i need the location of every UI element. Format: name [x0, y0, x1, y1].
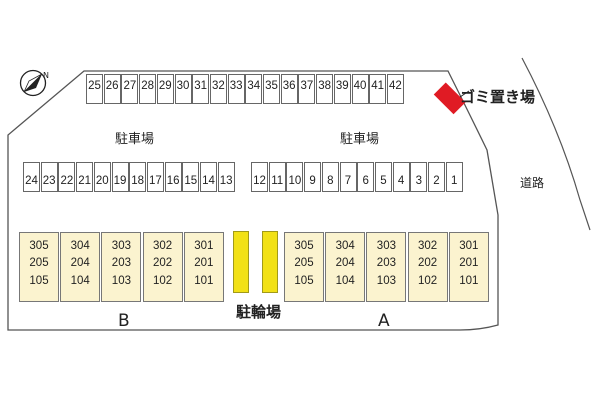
parking-space: 26 [103, 74, 121, 104]
parking-space: 14 [200, 162, 217, 192]
building-a-label: A [378, 311, 390, 331]
parking-space: 6 [357, 162, 375, 192]
parking-space: 30 [174, 74, 192, 104]
room-number: 305 [294, 240, 314, 252]
parking-space: 42 [386, 74, 404, 104]
room-number: 303 [376, 240, 396, 252]
room-number: 304 [70, 240, 90, 252]
room-number: 302 [153, 240, 173, 252]
room-number: 105 [29, 275, 49, 287]
parking-space: 16 [164, 162, 182, 192]
parking-space: 41 [369, 74, 387, 104]
parking-space: 7 [339, 162, 357, 192]
parking-space: 22 [58, 162, 76, 192]
parking-space: 15 [182, 162, 200, 192]
parking-space: 1 [445, 162, 463, 192]
room-number: 203 [376, 257, 396, 269]
parking-space: 12 [251, 162, 268, 192]
apartment-unit: 302 202 102 [407, 232, 448, 302]
parking-space: 3 [410, 162, 428, 192]
garbage-label: ゴミ置き場 [460, 88, 536, 106]
bicycle-stall-1 [233, 231, 249, 293]
parking-space: 20 [93, 162, 111, 192]
lot-boundary [7, 70, 499, 331]
parking-space: 10 [286, 162, 304, 192]
parking-space: 39 [333, 74, 351, 104]
parking-space: 36 [280, 74, 298, 104]
room-number: 101 [194, 275, 214, 287]
parking-space: 23 [40, 162, 58, 192]
parking-space: 21 [76, 162, 94, 192]
north-letter: N [43, 71, 49, 80]
room-number: 101 [459, 275, 479, 287]
parking-label-left: 駐車場 [115, 132, 155, 147]
room-number: 102 [418, 275, 438, 287]
apartment-unit: 303 203 103 [366, 232, 407, 302]
garbage-leader [459, 90, 470, 98]
apartment-unit: 302 202 102 [142, 232, 183, 302]
room-number: 301 [459, 240, 479, 252]
room-number: 204 [335, 257, 355, 269]
room-number: 301 [194, 240, 214, 252]
room-number: 303 [111, 240, 131, 252]
room-number: 204 [70, 257, 90, 269]
parking-space: 40 [351, 74, 369, 104]
parking-space: 18 [129, 162, 147, 192]
bicycle-parking-label: 駐輪場 [236, 303, 282, 321]
parking-space: 32 [209, 74, 227, 104]
road-edge [521, 57, 591, 231]
building-b-label: B [118, 311, 130, 331]
parking-space: 33 [227, 74, 245, 104]
north-arrow-icon: N [19, 69, 49, 97]
parking-space: 28 [139, 74, 157, 104]
parking-space: 38 [316, 74, 334, 104]
parking-space: 25 [86, 74, 103, 104]
apartment-unit: 304 204 104 [325, 232, 366, 302]
parking-space: 19 [111, 162, 129, 192]
apartment-unit: 305 205 105 [284, 232, 324, 302]
parking-space: 31 [192, 74, 210, 104]
room-number: 105 [294, 275, 314, 287]
room-number: 205 [29, 257, 49, 269]
apartment-unit: 301 201 101 [183, 232, 224, 302]
parking-space: 29 [156, 74, 174, 104]
apartment-unit: 301 201 101 [448, 232, 489, 302]
parking-space: 35 [263, 74, 280, 104]
room-number: 202 [418, 257, 438, 269]
room-number: 103 [376, 275, 396, 287]
room-number: 102 [153, 275, 173, 287]
parking-space: 34 [245, 74, 263, 104]
room-number: 304 [335, 240, 355, 252]
room-number: 201 [194, 257, 214, 269]
parking-space: 27 [121, 74, 139, 104]
room-number: 201 [459, 257, 479, 269]
parking-space: 11 [268, 162, 286, 192]
apartment-unit: 303 203 103 [101, 232, 142, 302]
parking-label-right: 駐車場 [340, 132, 380, 147]
parking-space: 5 [374, 162, 392, 192]
parking-space: 24 [23, 162, 40, 192]
bicycle-stall-2 [262, 231, 278, 293]
parking-space: 8 [321, 162, 339, 192]
room-number: 205 [294, 257, 314, 269]
parking-space: 17 [146, 162, 164, 192]
apartment-unit: 305 205 105 [19, 232, 59, 302]
garbage-area [433, 82, 466, 115]
parking-space: 13 [217, 162, 235, 192]
parking-space: 4 [392, 162, 410, 192]
room-number: 104 [70, 275, 90, 287]
room-number: 104 [335, 275, 355, 287]
parking-space: 37 [298, 74, 316, 104]
parking-space: 2 [428, 162, 445, 192]
apartment-unit: 304 204 104 [60, 232, 101, 302]
road-label: 道路 [520, 176, 545, 190]
room-number: 302 [418, 240, 438, 252]
parking-space: 9 [304, 162, 322, 192]
room-number: 103 [111, 275, 131, 287]
room-number: 203 [111, 257, 131, 269]
room-number: 305 [29, 240, 49, 252]
room-number: 202 [153, 257, 173, 269]
